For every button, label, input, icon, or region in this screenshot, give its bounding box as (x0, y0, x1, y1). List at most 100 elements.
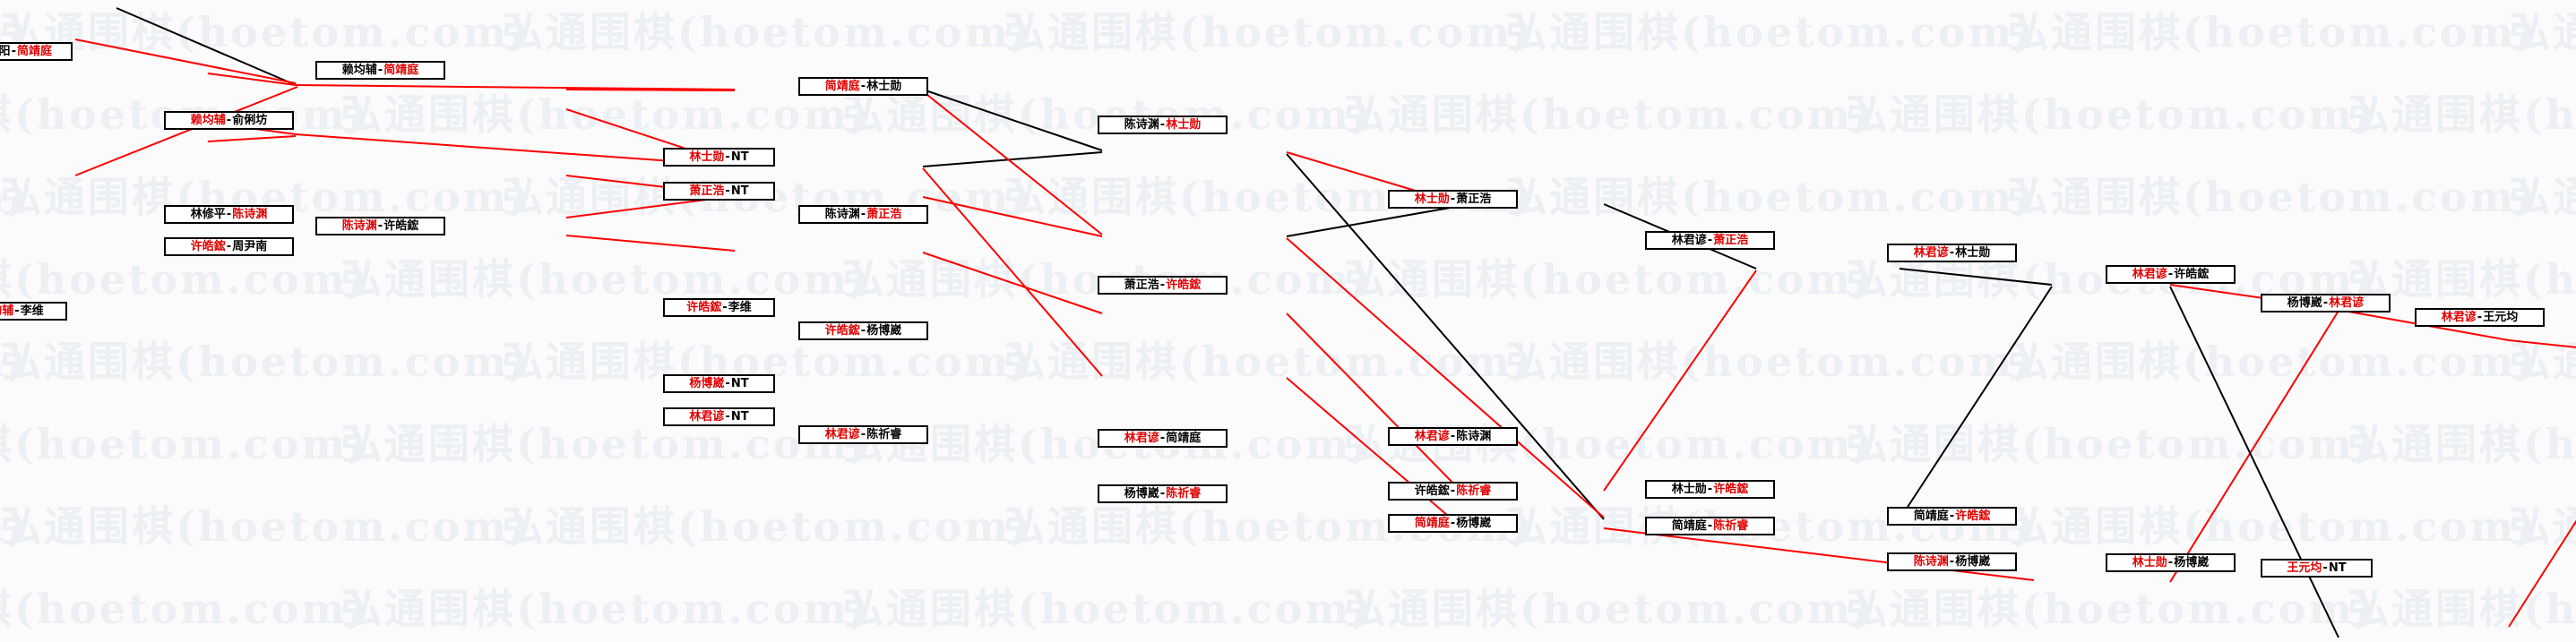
match-box[interactable]: 杨博崴-林君谚 (2261, 294, 2391, 312)
match-box[interactable]: 简靖庭-杨博崴 (1388, 514, 1518, 533)
player-left: 林君谚 (1671, 234, 1707, 247)
connector-line (207, 135, 297, 142)
match-box[interactable]: 赖均辅-俞俐坊 (164, 111, 294, 130)
vs-separator: - (725, 150, 730, 164)
player-right: NT (730, 150, 749, 164)
connector-line (922, 196, 1103, 237)
player-right: 萧正浩 (866, 208, 902, 221)
match-box[interactable]: 林君谚-陈祈睿 (798, 425, 928, 444)
vs-separator: - (1159, 278, 1166, 292)
match-box[interactable]: 简靖庭-许皓鋐 (1887, 507, 2017, 526)
player-right: 林士勋 (866, 80, 902, 93)
player-right: 陈祈睿 (1456, 484, 1492, 498)
vs-separator: - (860, 324, 866, 338)
player-right: 杨博崴 (1456, 517, 1492, 530)
match-box[interactable]: 杨博崴-陈祈睿 (1098, 484, 1228, 503)
match-box[interactable]: 林君谚-许皓鋐 (2106, 265, 2236, 284)
vs-separator: - (1450, 193, 1456, 206)
vs-separator: - (1159, 487, 1166, 501)
match-box[interactable]: 林君谚-王元均 (2415, 308, 2545, 327)
player-left: 林修平 (190, 208, 226, 221)
connector-line (1286, 312, 1461, 492)
match-box[interactable]: 杨博崴-NT (663, 374, 775, 393)
player-right: 林君谚 (2329, 296, 2365, 310)
match-box[interactable]: 林君谚-NT (663, 407, 775, 426)
connector-line (922, 89, 1103, 151)
vs-separator: - (1707, 519, 1713, 533)
player-right: 简靖庭 (1166, 432, 1202, 445)
player-left: 赖均辅 (0, 304, 14, 318)
connector-line (1899, 268, 2053, 286)
player-left: 简靖庭 (1913, 509, 1949, 523)
match-box[interactable]: 林君谚-林士勋 (1887, 244, 2017, 262)
match-box[interactable]: 简靖庭-林士勋 (798, 77, 928, 96)
match-box[interactable]: 萧正浩-许皓鋐 (1098, 276, 1228, 295)
vs-separator: - (860, 208, 866, 221)
match-box[interactable]: 林修平-陈诗渊 (164, 205, 294, 224)
match-box[interactable]: 许皓鋐-周尹南 (164, 237, 294, 256)
match-box[interactable]: 林士勋-许皓鋐 (1645, 480, 1775, 499)
match-box[interactable]: 陈诗渊-林士勋 (1098, 116, 1228, 134)
player-left: 陈诗渊 (1124, 118, 1159, 132)
player-right: 陈诗渊 (1456, 430, 1492, 443)
vs-separator: - (725, 184, 730, 198)
player-right: 杨博崴 (1955, 555, 1991, 569)
connector-line (922, 252, 1103, 314)
match-box[interactable]: 王元均-NT (2261, 559, 2373, 578)
player-left: 赖均辅 (190, 114, 226, 127)
player-left: 王元均 (2287, 561, 2322, 575)
match-box[interactable]: 赖均辅-简靖庭 (315, 61, 445, 80)
connector-line (2169, 310, 2339, 583)
player-right: NT (2328, 561, 2347, 575)
player-right: 周尹南 (232, 240, 268, 253)
connector-line (1899, 286, 2053, 520)
match-box[interactable]: 许皓鋐-陈祈睿 (1388, 482, 1518, 501)
player-right: 许皓鋐 (2174, 268, 2210, 281)
player-left: 林君谚 (824, 428, 860, 441)
connector-line (2169, 286, 2339, 638)
match-box[interactable]: 简靖庭-陈祈睿 (1645, 517, 1775, 535)
match-box[interactable]: 林君谚-萧正浩 (1645, 231, 1775, 250)
vs-separator: - (1450, 484, 1456, 498)
match-box[interactable]: 陈诗渊-许皓鋐 (315, 217, 445, 235)
vs-separator: - (2167, 556, 2174, 569)
player-left: 许皓鋐 (686, 301, 722, 314)
match-box[interactable]: ?阳-简靖庭 (0, 42, 73, 61)
connector-line (1286, 205, 1461, 237)
match-box[interactable]: 林士勋-NT (663, 148, 775, 167)
connector-line (207, 73, 297, 86)
player-left: 许皓鋐 (190, 240, 226, 253)
vs-separator: - (725, 377, 730, 390)
connector-line (295, 133, 736, 167)
match-box[interactable]: 林士勋-萧正浩 (1388, 190, 1518, 209)
match-box[interactable]: 赖均辅-李维 (0, 302, 67, 321)
player-left: 陈诗渊 (341, 219, 377, 233)
player-left: 赖均辅 (341, 64, 377, 77)
match-box[interactable]: 林君谚-简靖庭 (1098, 429, 1228, 448)
connector-line (2508, 519, 2576, 628)
player-left: 林士勋 (689, 150, 725, 164)
player-left: 林君谚 (2132, 268, 2167, 281)
vs-separator: - (1159, 118, 1166, 132)
match-box[interactable]: 林君谚-陈诗渊 (1388, 427, 1518, 446)
match-box[interactable]: 许皓鋐-杨博崴 (798, 321, 928, 340)
connector-line (295, 84, 736, 90)
match-box[interactable]: 陈诗渊-杨博崴 (1887, 552, 2017, 571)
player-left: 陈诗渊 (824, 208, 860, 221)
player-right: 许皓鋐 (1955, 509, 1991, 523)
player-left: 杨博崴 (689, 377, 725, 390)
player-right: 陈祈睿 (1713, 519, 1749, 533)
vs-separator: - (226, 114, 232, 127)
match-box[interactable]: 林士勋-杨博崴 (2106, 553, 2236, 572)
vs-separator: - (860, 80, 866, 93)
match-box[interactable]: 萧正浩-NT (663, 182, 775, 201)
match-box[interactable]: 许皓鋐-李维 (663, 298, 775, 317)
match-box[interactable]: 陈诗渊-萧正浩 (798, 205, 928, 224)
player-right: 简靖庭 (16, 45, 52, 58)
player-left: 简靖庭 (824, 80, 860, 93)
player-right: 陈祈睿 (866, 428, 902, 441)
player-right: 林士勋 (1166, 118, 1202, 132)
player-left: 简靖庭 (1414, 517, 1450, 530)
player-right: NT (730, 184, 749, 198)
